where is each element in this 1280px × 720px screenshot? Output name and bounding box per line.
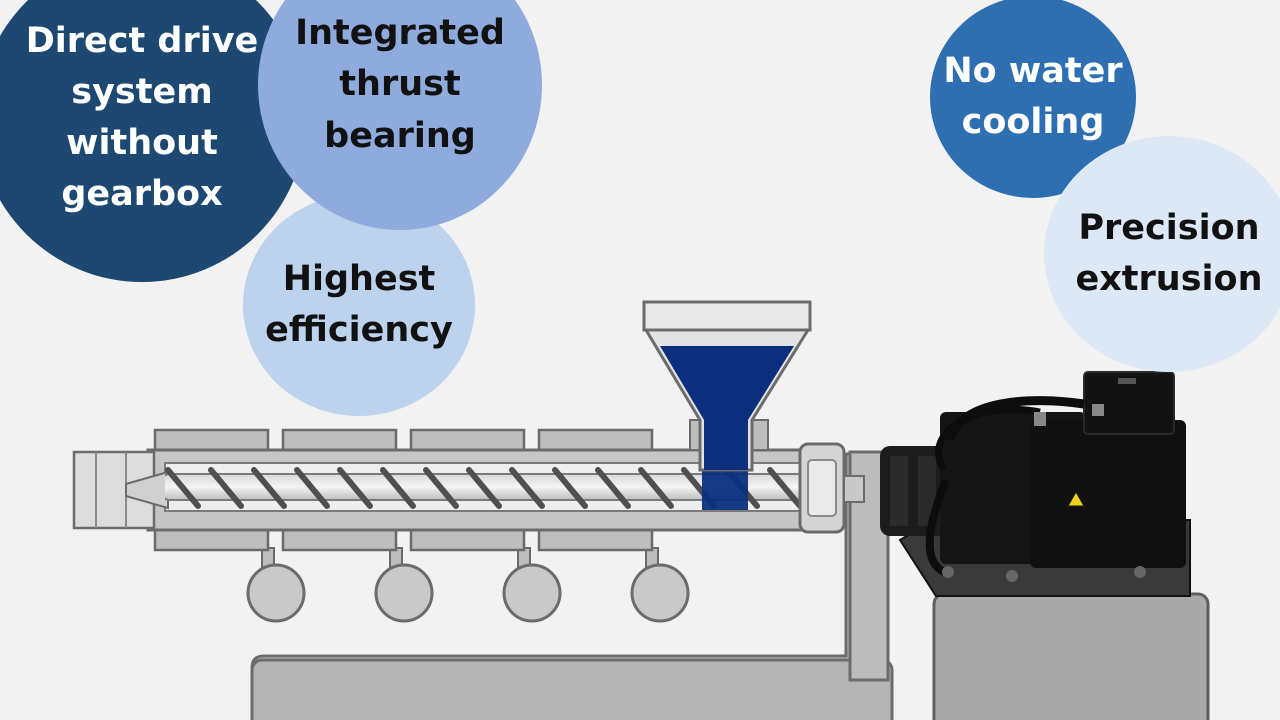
feature-precision-extrusion-label: Precision extrusion xyxy=(1075,207,1263,299)
screw-flight xyxy=(294,467,330,509)
servo-motor-icon xyxy=(880,371,1191,597)
screw-flight xyxy=(208,467,244,509)
screw-flight xyxy=(165,467,201,509)
feature-thrust-bearing: Integrated thrust bearing xyxy=(258,0,542,230)
feature-no-water-cooling: No water cooling xyxy=(930,0,1136,198)
feature-thrust-bearing-label: Integrated thrust bearing xyxy=(295,13,505,156)
hopper-icon xyxy=(642,300,812,472)
feature-no-water-cooling-label: No water cooling xyxy=(943,50,1123,142)
material-feed xyxy=(702,464,748,510)
die-head xyxy=(72,450,169,530)
feature-precision-extrusion: Precision extrusion xyxy=(1044,136,1280,372)
screw-flight xyxy=(509,467,545,509)
feature-efficiency: Highest efficiency xyxy=(243,194,475,416)
screw-flight xyxy=(380,467,416,509)
screw-flight xyxy=(466,467,502,509)
feature-efficiency-label: Highest efficiency xyxy=(265,258,453,350)
screw-flight xyxy=(423,467,459,509)
roller-icon xyxy=(502,563,562,623)
thrust-bearing-housing xyxy=(798,442,865,534)
roller-icon xyxy=(630,563,690,623)
screw-flight xyxy=(638,467,674,509)
screw-flight xyxy=(251,467,287,509)
feature-direct-drive-label: Direct drive system without gearbox xyxy=(25,20,259,215)
roller-icon xyxy=(246,563,306,623)
screw-flight xyxy=(337,467,373,509)
screw-flight xyxy=(767,467,803,509)
heater-supports xyxy=(246,547,690,623)
screw-icon xyxy=(165,467,803,509)
warning-triangle-icon xyxy=(1067,490,1085,507)
machine-base xyxy=(250,450,1210,720)
screw-flight xyxy=(552,467,588,509)
feature-direct-drive: Direct drive system without gearbox xyxy=(0,0,306,282)
screw-flight xyxy=(595,467,631,509)
roller-icon xyxy=(374,563,434,623)
